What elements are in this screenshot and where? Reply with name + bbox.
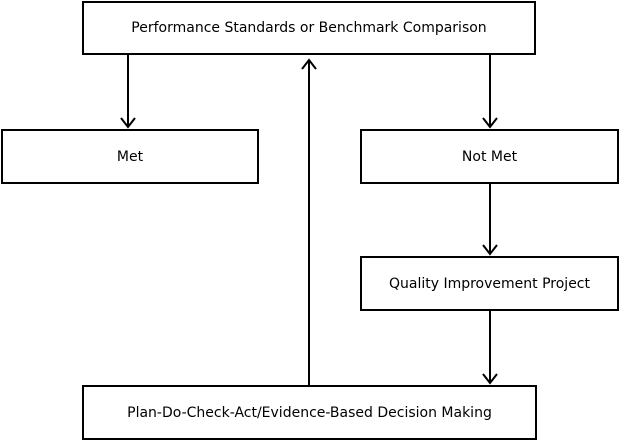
arrow-not-met-to-quality-improvement [482, 184, 498, 256]
not-met-label: Not Met [461, 148, 518, 165]
pdca-decision-making-label: Plan-Do-Check-Act/Evidence-Based Decisio… [127, 404, 492, 421]
arrow-quality-improvement-to-pdca [482, 311, 498, 385]
pdca-decision-making-box: Plan-Do-Check-Act/Evidence-Based Decisio… [82, 385, 537, 440]
benchmark-comparison-label: Performance Standards or Benchmark Compa… [131, 20, 487, 36]
quality-improvement-project-box: Quality Improvement Project [360, 256, 619, 311]
benchmark-comparison-box: Performance Standards or Benchmark Compa… [82, 1, 536, 55]
quality-improvement-project-label: Quality Improvement Project [388, 275, 590, 292]
arrow-benchmark-to-met [120, 55, 136, 129]
arrow-pdca-to-benchmark [301, 58, 317, 385]
not-met-box: Not Met [360, 129, 619, 184]
met-box: Met [1, 129, 259, 184]
arrow-benchmark-to-not-met [482, 55, 498, 129]
met-label: Met [116, 148, 144, 165]
